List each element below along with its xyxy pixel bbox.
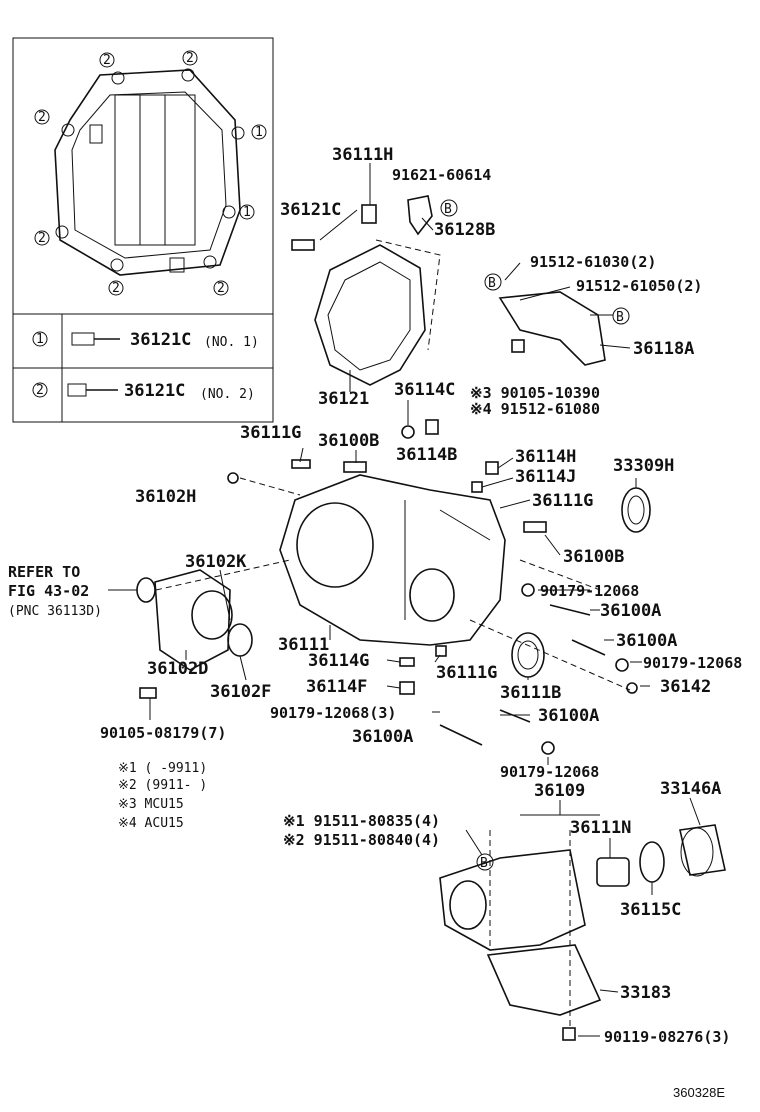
label-33183: 33183	[620, 983, 671, 1003]
bolt-36121C-drawing	[291, 239, 315, 251]
case-36111-drawing	[279, 474, 506, 646]
label-33309H: 33309H	[613, 456, 674, 476]
label-90179-12068-a: 90179-12068	[540, 582, 639, 600]
label-36111N: 36111N	[570, 818, 631, 838]
extension-36102D-drawing	[154, 569, 231, 671]
label-91512-61030: 91512-61030(2)	[530, 253, 656, 271]
seal-33309H-drawing	[621, 487, 651, 533]
legend-part-1: 36121C	[130, 330, 191, 350]
seal-36111B-drawing	[511, 632, 545, 678]
bolt-icon	[71, 332, 95, 346]
part-labels: 36111H 91621-60614 36121C 36128B 91512-6…	[8, 145, 742, 1046]
legend-part-2: 36121C	[124, 381, 185, 401]
housing-36109-drawing	[439, 849, 586, 951]
label-91512-61080: ※4 91512-61080	[470, 400, 600, 418]
footnotes: ※1 ( -9911) ※2 (9911- ) ※3 MCU15 ※4 ACU1…	[118, 761, 207, 831]
label-36111B: 36111B	[500, 683, 561, 703]
legend-mark-1: 1	[36, 332, 44, 347]
label-36111H: 36111H	[332, 145, 393, 165]
leader-lines	[108, 163, 701, 1037]
label-36102K: 36102K	[185, 552, 247, 572]
legend-mark-2: 2	[36, 383, 44, 398]
callout-2-top-right: 2	[186, 51, 194, 66]
label-36121: 36121	[318, 389, 369, 409]
mark-b-2: B	[488, 276, 496, 291]
callout-2-left-lower: 2	[38, 231, 46, 246]
label-36102H: 36102H	[135, 487, 196, 507]
callout-2-bottom-left: 2	[112, 281, 120, 296]
part-drawings	[136, 195, 726, 1041]
label-90105-08179: 90105-08179(7)	[100, 724, 226, 742]
bushing-36111N-drawing	[596, 857, 630, 887]
label-36102D: 36102D	[147, 659, 208, 679]
refer-to-line-3: (PNC 36113D)	[8, 604, 102, 619]
diagram-code: 360328E	[673, 1085, 725, 1100]
callout-1-right-lower: 1	[243, 205, 251, 220]
callout-2-left-upper: 2	[38, 110, 46, 125]
inset-border	[12, 37, 274, 423]
footnote-2: ※2 (9911- )	[118, 778, 207, 793]
label-36128B: 36128B	[434, 220, 495, 240]
label-36111G-right: 36111G	[532, 491, 593, 511]
mark-b-1: B	[444, 202, 452, 217]
callout-1-right-upper: 1	[255, 125, 263, 140]
bracket-36118A-drawing	[498, 291, 606, 366]
label-36100A-b: 36100A	[616, 631, 677, 651]
label-36109: 36109	[534, 781, 585, 801]
sleeve-33146A-drawing	[679, 824, 726, 876]
label-36114G: 36114G	[308, 651, 369, 671]
part-36128B-drawing	[407, 195, 433, 236]
footnote-4: ※4 ACU15	[118, 816, 184, 831]
label-36100B-right: 36100B	[563, 547, 624, 567]
plug-36111H-drawing	[361, 204, 377, 224]
cover-36121-drawing	[314, 244, 426, 386]
label-90179-12068-d: 90179-12068	[500, 763, 599, 781]
label-91621-60614: 91621-60614	[392, 166, 491, 184]
inset-callouts: 2 2 2 1 1 2 2 2	[34, 50, 267, 296]
footnote-1: ※1 ( -9911)	[118, 761, 207, 776]
label-36111: 36111	[278, 635, 329, 655]
legend-suffix-2: (NO. 2)	[200, 387, 255, 402]
inset-legend-row-1: 1 36121C (NO. 1)	[32, 330, 259, 350]
label-36111G-top: 36111G	[240, 423, 301, 443]
label-36114F: 36114F	[306, 677, 367, 697]
footnote-3: ※3 MCU15	[118, 797, 184, 812]
b-marks: B B B B	[440, 199, 630, 871]
label-90179-12068-b: 90179-12068	[643, 654, 742, 672]
bolt-icon	[67, 383, 87, 397]
label-36115C: 36115C	[620, 900, 681, 920]
label-36121C: 36121C	[280, 200, 341, 220]
label-36100A-c: 36100A	[538, 706, 599, 726]
label-36114B: 36114B	[396, 445, 457, 465]
legend-suffix-1: (NO. 1)	[204, 335, 259, 350]
label-36100B-top: 36100B	[318, 431, 379, 451]
refer-to-line-2: FIG 43-02	[8, 582, 89, 600]
label-36114C: 36114C	[394, 380, 455, 400]
label-36100A-d: 36100A	[352, 727, 413, 747]
mark-b-4: B	[480, 856, 488, 871]
refer-to-line-1: REFER TO	[8, 563, 80, 581]
label-36102F: 36102F	[210, 682, 271, 702]
label-36100A-a: 36100A	[600, 601, 661, 621]
label-36114H: 36114H	[515, 447, 576, 467]
label-36118A: 36118A	[633, 339, 694, 359]
callout-2-top-left: 2	[103, 53, 111, 68]
label-90119-08276: 90119-08276(3)	[604, 1028, 730, 1046]
label-90179-12068-3: 90179-12068(3)	[270, 704, 396, 722]
label-36111G-bottom: 36111G	[436, 663, 497, 683]
label-91511-80840: ※2 91511-80840(4)	[283, 831, 440, 849]
mark-b-3: B	[616, 310, 624, 325]
label-91512-61050: 91512-61050(2)	[576, 277, 702, 295]
label-33146A: 33146A	[660, 779, 721, 799]
label-36142: 36142	[660, 677, 711, 697]
inset-panel: 2 2 2 1 1 2 2 2 1 36121C (NO. 1) 2 36121…	[12, 37, 274, 423]
label-36114J: 36114J	[515, 467, 576, 487]
inset-legend-row-2: 2 36121C (NO. 2)	[32, 381, 255, 402]
callout-2-bottom-right: 2	[217, 281, 225, 296]
label-91511-80835: ※1 91511-80835(4)	[283, 812, 440, 830]
inset-housing-drawing	[54, 68, 245, 276]
cover-33183-drawing	[486, 944, 602, 1016]
label-90105-10390: ※3 90105-10390	[470, 384, 600, 402]
